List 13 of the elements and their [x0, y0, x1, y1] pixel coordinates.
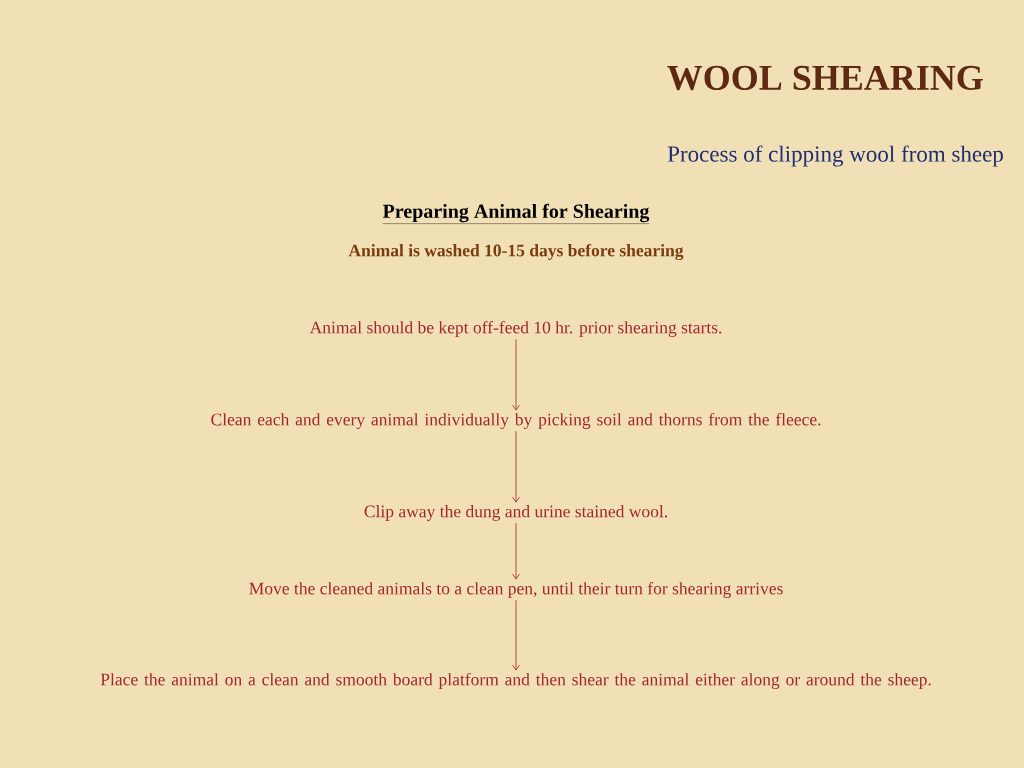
title: WOOL SHEARING [667, 65, 983, 91]
step-text: Animal should be kept off-feed 10 hr. prior shearing starts. [309, 320, 722, 338]
note-text: Animal is washed 10-15 days before shearing [348, 243, 684, 261]
arrow [512, 599, 520, 671]
arrow [512, 522, 520, 580]
step-text: Place the animal on a clean and smooth board platform and then shear the animal either along or around the sheep. [100, 672, 931, 690]
arrow [512, 430, 520, 503]
step-text: Move the cleaned animals to a clean pen, until their turn for shearing arrives [249, 581, 783, 599]
step-text: Clip away the dung and urine stained wool. [364, 505, 667, 521]
arrow [512, 338, 520, 411]
subtitle: Process of clipping wool from sheep [667, 145, 1003, 167]
step-text: Clean each and every animal individually by picking soil and thorns from the fleece. [211, 412, 821, 430]
heading: Preparing Animal for Shearing [382, 203, 650, 224]
